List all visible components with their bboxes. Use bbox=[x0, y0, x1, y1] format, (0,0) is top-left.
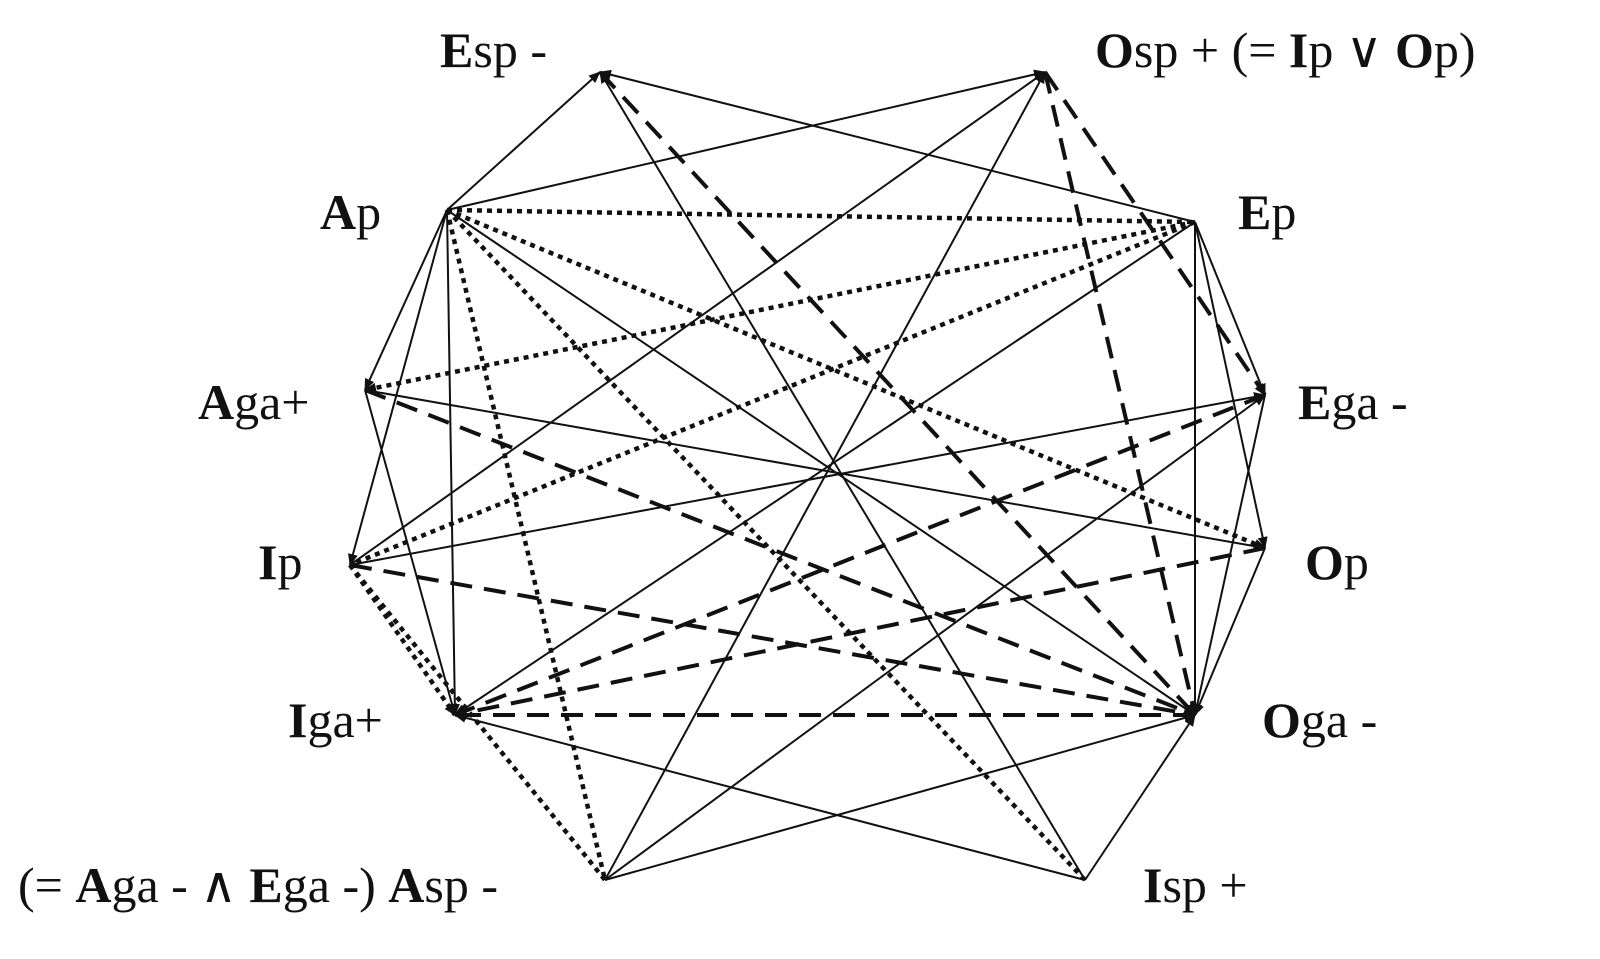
edge-dotted-Ip-to-Iga bbox=[348, 563, 457, 717]
edge-solid-Op-to-Oga bbox=[1194, 547, 1266, 716]
edge-solid-Isp-to-Iga bbox=[454, 712, 1086, 881]
edge-dashed-Ega-to-Iga bbox=[454, 393, 1266, 717]
edge-solid-Ap-to-Iga bbox=[446, 209, 460, 716]
node-label-part: A bbox=[388, 857, 425, 913]
node-label-part: A bbox=[198, 374, 235, 430]
edge-dotted-Ap-to-Op bbox=[446, 207, 1266, 551]
node-label-Asp: (= Aga - ∧ Ega -) Asp - bbox=[18, 860, 498, 910]
node-label-part: p ∨ bbox=[1308, 22, 1395, 78]
node-label-part: O bbox=[1395, 22, 1434, 78]
node-label-part: sp + bbox=[1162, 857, 1248, 913]
node-label-Osp: Osp + (= Ip ∨ Op) bbox=[1095, 25, 1476, 75]
edge-solid-Ap-to-Osp bbox=[446, 69, 1046, 211]
node-label-part: ga -) bbox=[282, 857, 389, 913]
node-label-Oga: Oga - bbox=[1262, 695, 1377, 745]
node-label-Ega: Ega - bbox=[1298, 377, 1408, 427]
edge-dotted-Ap-to-Asp bbox=[444, 209, 608, 881]
edge-dashed-Op-to-Iga bbox=[454, 546, 1266, 718]
edge-solid-Ep-to-Ega bbox=[1194, 221, 1266, 396]
node-label-part: A bbox=[75, 857, 112, 913]
node-label-part: sp + (= bbox=[1133, 22, 1289, 78]
edge-solid-Ep-to-Esp bbox=[599, 69, 1196, 223]
edge-dashed-Ip-to-Oga bbox=[349, 563, 1196, 719]
edge-solid-Ep-to-Op bbox=[1194, 221, 1268, 549]
edge-dotted-Ep-to-Ip bbox=[349, 219, 1196, 568]
node-label-part: p bbox=[277, 534, 303, 590]
edge-dotted-Ap-to-Isp bbox=[445, 208, 1087, 882]
edge-dotted-Ip-to-Asp bbox=[348, 563, 607, 882]
node-label-part: O bbox=[1095, 22, 1134, 78]
node-label-part: p bbox=[1271, 184, 1297, 240]
node-label-part: sp - bbox=[424, 857, 498, 913]
node-label-part: E bbox=[1298, 374, 1332, 430]
node-label-part: I bbox=[288, 692, 308, 748]
node-label-part: ga+ bbox=[234, 374, 310, 430]
edge-dashed-Osp-to-Oga bbox=[1043, 71, 1198, 716]
node-label-part: O bbox=[1262, 692, 1301, 748]
node-label-part: p bbox=[356, 184, 382, 240]
node-label-Ep: Ep bbox=[1238, 187, 1296, 237]
edge-dashed-Osp-to-Ega bbox=[1043, 70, 1267, 397]
edge-solid-Ap-to-Aga bbox=[364, 209, 448, 391]
node-label-part: I bbox=[258, 534, 278, 590]
node-label-part: E bbox=[1238, 184, 1272, 240]
node-label-part: sp - bbox=[473, 22, 547, 78]
node-label-part: p bbox=[1343, 534, 1369, 590]
node-label-part: ga+ bbox=[307, 692, 383, 748]
node-label-Isp: Isp + bbox=[1143, 860, 1248, 910]
node-label-part: ga - bbox=[1331, 374, 1408, 430]
edge-solid-Asp-to-Oga bbox=[604, 713, 1196, 881]
node-label-Esp: Esp - bbox=[440, 25, 547, 75]
node-label-part: E bbox=[249, 857, 283, 913]
edge-dotted-Ap-to-Ep bbox=[446, 207, 1196, 225]
edge-solid-Ip-to-Osp bbox=[349, 71, 1046, 566]
edge-dotted-Ep-to-Aga bbox=[364, 219, 1196, 393]
node-label-part: I bbox=[1288, 22, 1309, 78]
node-label-part: ga - bbox=[1300, 692, 1378, 748]
edge-dashed-Aga-to-Oga bbox=[364, 388, 1196, 717]
edge-solid-Aga-to-Op bbox=[364, 389, 1266, 549]
edge-solid-Ap-to-Oga bbox=[446, 209, 1196, 716]
edge-solid-Ap-to-Ip bbox=[348, 209, 448, 566]
node-label-part: I bbox=[1143, 857, 1163, 913]
edge-dashed-Esp-to-Oga bbox=[598, 70, 1197, 717]
node-label-Op: Op bbox=[1305, 537, 1369, 587]
node-label-part: ga - ∧ bbox=[111, 857, 250, 913]
edge-solid-Asp-to-Ega bbox=[604, 394, 1266, 881]
edge-solid-Ap-to-Esp bbox=[446, 71, 601, 211]
node-label-Ap: Ap bbox=[320, 187, 381, 237]
node-label-part: (= bbox=[18, 857, 76, 913]
node-label-part: O bbox=[1305, 534, 1344, 590]
node-label-Ip: Ip bbox=[258, 537, 302, 587]
node-label-part: p) bbox=[1433, 22, 1476, 78]
node-label-Aga: Aga+ bbox=[198, 377, 310, 427]
node-label-part: E bbox=[440, 22, 474, 78]
edge-solid-Ep-to-Iga bbox=[454, 221, 1196, 716]
edge-solid-Isp-to-Oga bbox=[1084, 714, 1196, 881]
edge-solid-Aga-to-Iga bbox=[364, 389, 457, 716]
node-label-Iga: Iga+ bbox=[288, 695, 383, 745]
node-label-part: A bbox=[320, 184, 357, 240]
